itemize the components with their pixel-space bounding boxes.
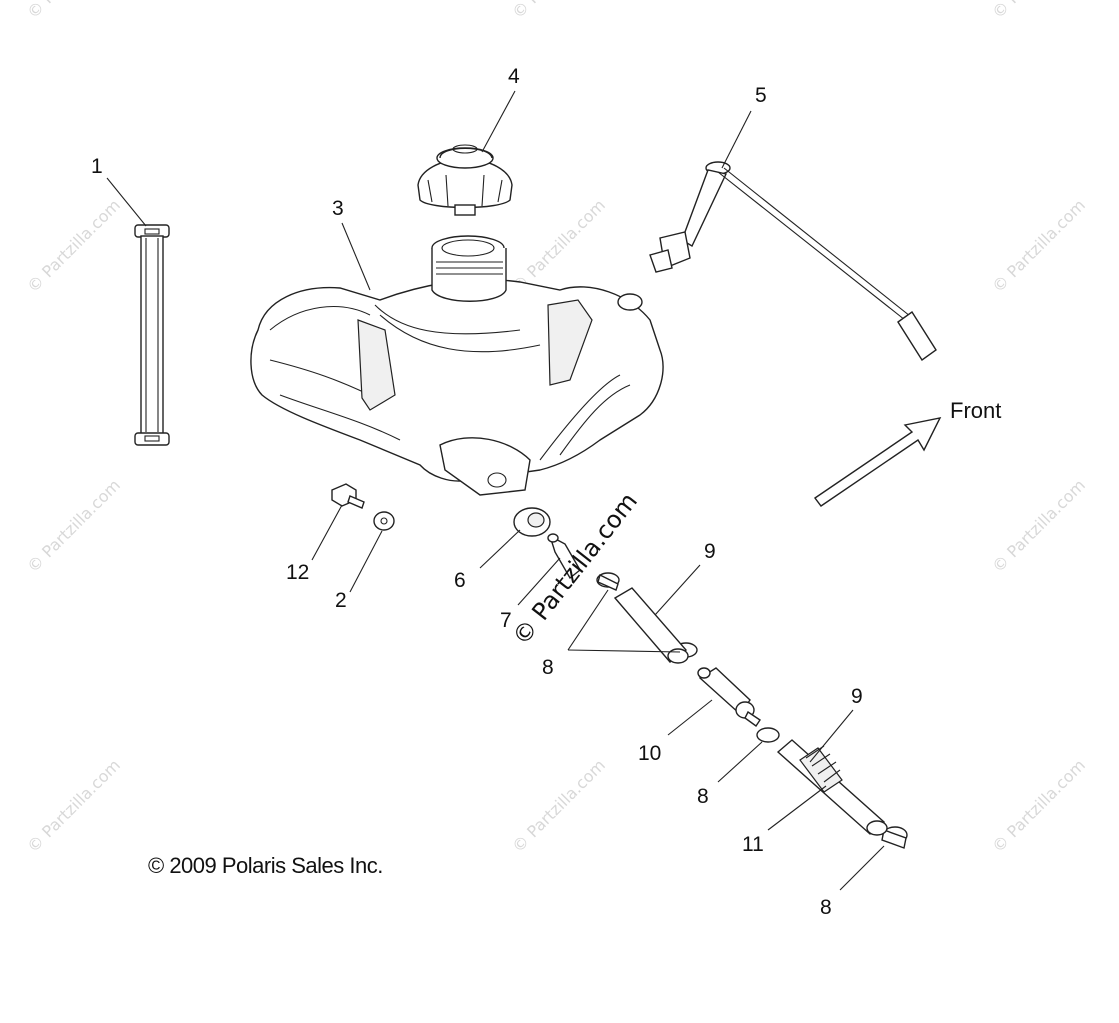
fuel-filter-part — [697, 667, 761, 727]
hose-part — [776, 739, 888, 836]
callout-12: 12 — [286, 561, 310, 584]
front-arrow — [814, 417, 942, 507]
fuel-tank-part — [250, 235, 664, 496]
grommet-part — [513, 507, 551, 537]
bolt-part — [331, 483, 365, 509]
callout-5: 5 — [755, 84, 767, 107]
callout-10: 10 — [638, 742, 662, 765]
callout-1: 1 — [91, 155, 103, 178]
strap-part — [134, 224, 170, 446]
fuel-cap-part — [417, 144, 513, 216]
fitting-part — [547, 533, 581, 580]
callout-8: 8 — [697, 785, 709, 808]
callout-7: 7 — [500, 609, 512, 632]
callout-4: 4 — [508, 65, 520, 88]
callout-3: 3 — [332, 197, 344, 220]
vent-fitting-part — [649, 161, 937, 362]
callout-6: 6 — [454, 569, 466, 592]
hose-part — [613, 587, 689, 664]
callout-8: 8 — [820, 896, 832, 919]
callout-11: 11 — [742, 833, 764, 856]
washer-part — [373, 511, 395, 531]
callout-8: 8 — [542, 656, 554, 679]
clamp-part — [756, 727, 780, 743]
callout-9: 9 — [851, 685, 863, 708]
copyright-notice: © 2009 Polaris Sales Inc. — [148, 853, 383, 878]
clamp-part — [881, 826, 908, 849]
clamp-part — [596, 572, 620, 591]
front-label: Front — [950, 398, 1002, 423]
callout-2: 2 — [335, 589, 347, 612]
callout-9: 9 — [704, 540, 716, 563]
leader-lines — [106, 90, 885, 891]
